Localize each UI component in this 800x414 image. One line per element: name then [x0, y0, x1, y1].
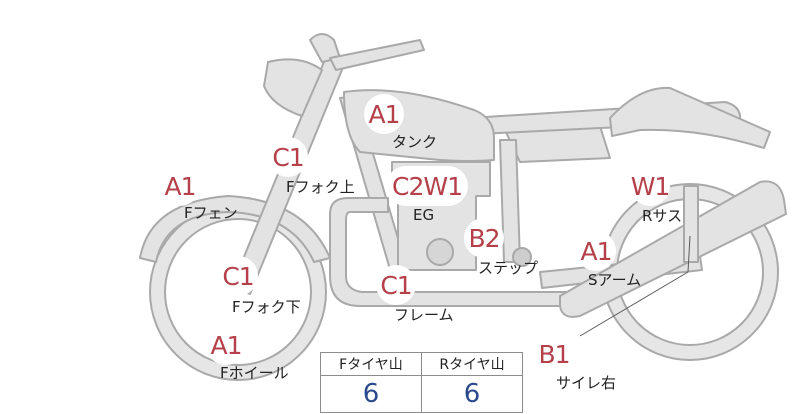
- muffler-shape: [559, 180, 787, 318]
- tire-tread-header-row: Fタイヤ山 Rタイヤ山: [320, 352, 523, 376]
- swing-arm-grade: A1: [580, 236, 612, 266]
- front-wheel-grade-marker: A1: [206, 325, 246, 365]
- rear-tire-tread-header: Rタイヤ山: [421, 352, 523, 376]
- front-tire-tread-value: 6: [320, 375, 422, 413]
- headlight-shape: [263, 58, 323, 117]
- tank-label: タンク: [392, 133, 438, 151]
- engine-grade: C2W1: [392, 171, 463, 201]
- step-label: ステップ: [478, 259, 539, 277]
- frame-grade-marker: C1: [376, 265, 416, 305]
- front-fork-lower-grade-marker: C1: [218, 256, 258, 296]
- front-fork-upper-label: Fフォク上: [286, 178, 355, 196]
- handlebar-shape: [309, 33, 341, 63]
- engine-grade-marker: C2W1: [386, 166, 468, 206]
- swing-arm-grade-marker: A1: [576, 231, 616, 271]
- handlebar-bar-shape: [329, 39, 425, 71]
- engine-label: EG: [413, 206, 435, 224]
- tire-tread-table: Fタイヤ山 Rタイヤ山 6 6: [320, 352, 523, 413]
- muffler-right-grade-marker: B1: [534, 334, 574, 374]
- tank-grade: A1: [368, 99, 400, 129]
- muffler-leader-line: [579, 235, 691, 337]
- front-fork-upper-grade-marker: C1: [268, 137, 308, 177]
- swing-arm-label: Sアーム: [588, 271, 642, 289]
- rear-suspension-grade: W1: [630, 171, 671, 201]
- front-fender-grade-marker: A1: [160, 166, 200, 206]
- step-shape: [512, 247, 532, 267]
- tire-tread-value-row: 6 6: [320, 375, 523, 413]
- front-fork-lower-label: Fフォク下: [232, 298, 301, 316]
- step-grade-marker: B2: [464, 218, 504, 258]
- rear-suspension-grade-marker: W1: [630, 166, 670, 206]
- muffler-right-grade: B1: [538, 339, 570, 369]
- front-fender-label: Fフェン: [184, 204, 238, 222]
- front-wheel-grade: A1: [210, 330, 242, 360]
- engine-cover-shape: [426, 238, 454, 266]
- step-grade: B2: [468, 223, 500, 253]
- frame-label: フレーム: [394, 306, 454, 324]
- front-wheel-label: Fホイール: [220, 364, 289, 382]
- rear-fender-shape: [609, 86, 771, 149]
- muffler-right-label: サイレ右: [556, 374, 617, 392]
- rear-suspension-label: Rサス: [642, 207, 683, 225]
- front-tire-tread-header: Fタイヤ山: [320, 352, 422, 376]
- front-fork-upper-grade: C1: [272, 142, 304, 172]
- rear-tire-tread-value: 6: [421, 375, 523, 413]
- front-fender-grade: A1: [164, 171, 196, 201]
- rear-shock-shape: [683, 185, 699, 263]
- tank-grade-marker: A1: [364, 94, 404, 134]
- frame-grade: C1: [380, 270, 412, 300]
- front-fork-lower-grade: C1: [222, 261, 254, 291]
